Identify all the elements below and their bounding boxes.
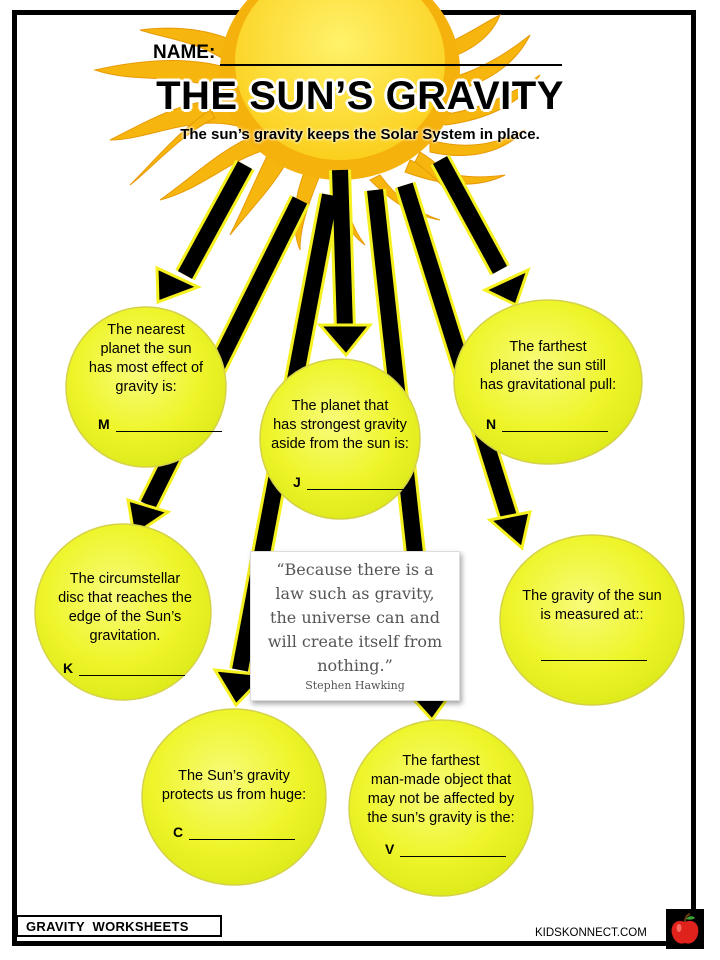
question-line: gravitation. <box>89 628 161 644</box>
question-j: The planet that has strongest gravity as… <box>270 397 410 454</box>
answer-blank[interactable] <box>306 475 413 490</box>
question-line: The farthest <box>509 339 587 355</box>
answer-letter: C <box>173 824 184 840</box>
quote-line: law such as gravity, <box>275 584 435 603</box>
answer-letter: M <box>98 416 110 432</box>
sun-icon <box>235 0 445 160</box>
answer-blank[interactable] <box>115 417 222 432</box>
answer-m[interactable]: M <box>98 416 222 432</box>
question-line: gravity is: <box>115 379 177 395</box>
question-line: The gravity of the sun <box>522 588 662 604</box>
question-line: has strongest gravity <box>273 417 407 433</box>
question-line: planet the sun still <box>489 358 607 374</box>
question-line: The Sun’s gravity <box>178 768 290 784</box>
answer-n[interactable]: N <box>486 416 609 432</box>
footer-label: GRAVITY WORKSHEETS <box>26 919 189 934</box>
quote-line: will create itself from <box>267 632 443 651</box>
arrowhead <box>481 267 531 308</box>
question-line: aside from the sun is: <box>271 436 409 452</box>
answer-sun-gravity[interactable] <box>535 645 647 661</box>
question-line: The circumstellar <box>69 571 181 587</box>
answer-blank[interactable] <box>189 825 296 840</box>
question-sun-gravity: The gravity of the sun is measured at:: <box>508 587 676 625</box>
answer-blank[interactable] <box>541 646 647 661</box>
question-line: the sun’s gravity is the: <box>367 810 515 826</box>
answer-letter: K <box>63 660 74 676</box>
answer-circles <box>34 299 685 897</box>
quote-author: Stephen Hawking <box>305 679 405 692</box>
answer-c[interactable]: C <box>173 824 296 840</box>
question-line: planet the sun <box>100 341 192 357</box>
question-m: The nearest planet the sun has most effe… <box>86 321 206 397</box>
answer-j[interactable]: J <box>293 474 413 490</box>
question-line: protects us from huge: <box>161 787 307 803</box>
answer-k[interactable]: K <box>63 660 186 676</box>
site-name: KIDSKONNECT.COM <box>535 927 647 939</box>
answer-blank[interactable] <box>79 661 186 676</box>
question-v: The farthest man-made object that may no… <box>352 752 530 828</box>
question-line: is measured at:: <box>540 607 644 623</box>
answer-letter: N <box>486 416 497 432</box>
question-line: has gravitational pull: <box>479 377 617 393</box>
quote-text: “Because there is a law such as gravity,… <box>251 558 459 678</box>
arrowhead <box>155 265 202 305</box>
page-title: THE SUN’S GRAVITY <box>156 74 564 118</box>
answer-blank[interactable] <box>502 417 609 432</box>
question-c: The Sun’s gravity protects us from huge: <box>150 767 318 805</box>
page-subtitle: The sun’s gravity keeps the Solar System… <box>180 126 540 143</box>
quote-line: nothing.” <box>317 656 393 675</box>
name-label: NAME: <box>153 42 216 63</box>
name-field[interactable] <box>220 64 562 66</box>
question-line: edge of the Sun’s <box>68 609 182 625</box>
footer-label-box: GRAVITY WORKSHEETS <box>16 915 222 937</box>
quote-line: the universe can and <box>270 608 440 627</box>
arrowhead <box>316 323 374 358</box>
quote-card: “Because there is a law such as gravity,… <box>250 551 460 701</box>
question-line: The nearest <box>107 322 185 338</box>
answer-letter: V <box>385 841 395 857</box>
question-line: may not be affected by <box>367 791 515 807</box>
apple-icon <box>666 909 704 949</box>
question-line: man-made object that <box>370 772 512 788</box>
question-k: The circumstellar disc that reaches the … <box>45 570 205 646</box>
arrowhead <box>486 510 532 551</box>
question-line: disc that reaches the <box>58 590 192 606</box>
answer-blank[interactable] <box>400 842 507 857</box>
answer-letter: J <box>293 474 301 490</box>
question-line: The planet that <box>291 398 389 414</box>
quote-line: “Because there is a <box>276 560 434 579</box>
question-line: has most effect of <box>88 360 204 376</box>
question-n: The farthest planet the sun still has gr… <box>468 338 628 395</box>
answer-v[interactable]: V <box>385 841 507 857</box>
question-line: The farthest <box>402 753 480 769</box>
